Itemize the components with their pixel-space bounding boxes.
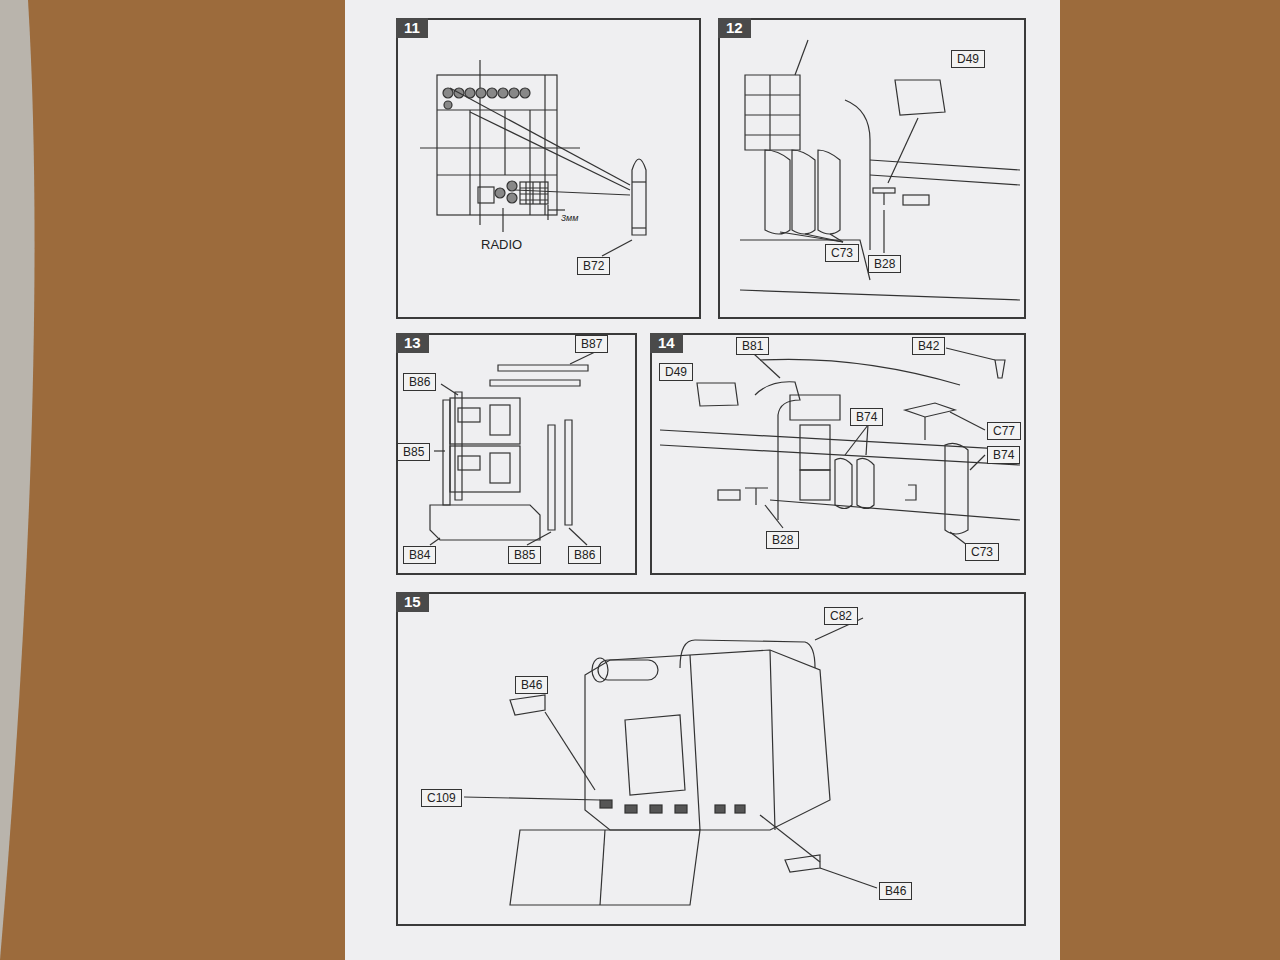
step-number: 14 [650,333,683,353]
part-number: B87 [581,337,602,351]
line-art [420,40,1020,905]
paper-sheet [345,0,1060,960]
step-panel: 13B87B86B85B84B85B86 [396,333,637,575]
part-number: B74 [856,410,877,424]
part-number: C82 [830,609,852,623]
part-callout: B74 [987,446,1020,464]
part-callout: B81 [736,337,769,355]
part-number: B86 [409,375,430,389]
part-callout: B28 [868,255,901,273]
part-callout: B74 [850,408,883,426]
part-callout: D49 [951,50,985,68]
part-callout: B86 [403,373,436,391]
part-number: B74 [993,448,1014,462]
step-number: 12 [718,18,751,38]
part-number: B81 [742,339,763,353]
part-number: B72 [583,259,604,273]
step-number: 13 [396,333,429,353]
component-label: RADIO [481,237,522,252]
part-number: B85 [403,445,424,459]
part-callout: B85 [397,443,430,461]
part-callout: C77 [987,422,1021,440]
part-number: C109 [427,791,456,805]
part-number: C73 [971,545,993,559]
step-number: 11 [396,18,428,38]
step-panel: 12D49C73B28 [718,18,1026,319]
part-callout: C73 [965,543,999,561]
part-number: B86 [574,548,595,562]
part-callout: B85 [508,546,541,564]
desk-object [0,0,35,960]
step-panel: 14B81B42D49B74C77B74C73B28 [650,333,1026,575]
part-number: B42 [918,339,939,353]
part-callout: B84 [403,546,436,564]
step-panel: 11B72 [396,18,701,319]
part-number: B28 [874,257,895,271]
part-number: C77 [993,424,1015,438]
part-number: C73 [831,246,853,260]
part-number: B46 [521,678,542,692]
part-number: B85 [514,548,535,562]
part-number: D49 [957,52,979,66]
step-number: 15 [396,592,429,612]
part-callout: B87 [575,335,608,353]
part-callout: B28 [766,531,799,549]
part-callout: B42 [912,337,945,355]
part-callout: B46 [515,676,548,694]
part-callout: C73 [825,244,859,262]
part-callout: B86 [568,546,601,564]
part-number: B28 [772,533,793,547]
part-callout: D49 [659,363,693,381]
part-callout: B72 [577,257,610,275]
part-number: B84 [409,548,430,562]
part-number: B46 [885,884,906,898]
step-panel: 15C82B46C109B46 [396,592,1026,926]
part-callout: B46 [879,882,912,900]
part-callout: C109 [421,789,462,807]
part-number: D49 [665,365,687,379]
dimension-label: 3мм [561,213,578,223]
part-callout: C82 [824,607,858,625]
